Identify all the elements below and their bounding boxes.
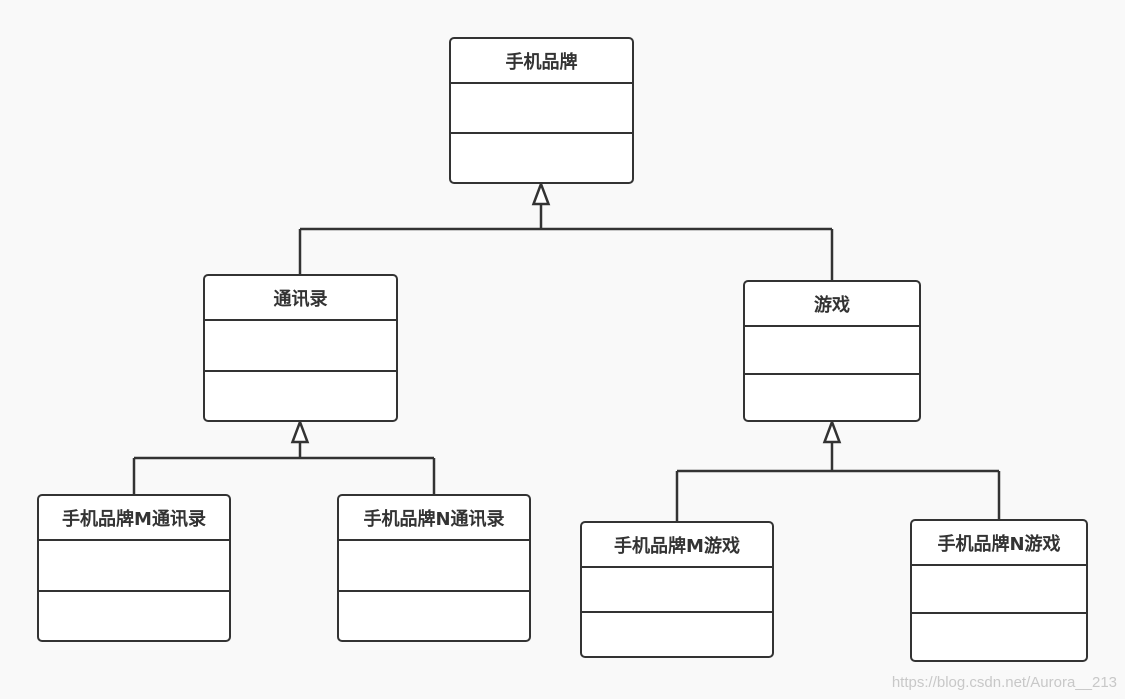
class-phone-brand[interactable]: 手机品牌 [449, 37, 634, 184]
methods-compartment [451, 134, 632, 182]
class-name: 手机品牌M游戏 [582, 523, 772, 568]
attributes-compartment [205, 321, 396, 372]
attributes-compartment [339, 541, 529, 592]
class-name: 游戏 [745, 282, 919, 327]
class-brand-m-contacts[interactable]: 手机品牌M通讯录 [37, 494, 231, 642]
generalization-arrowhead [290, 418, 310, 444]
attributes-compartment [912, 566, 1086, 614]
class-name: 手机品牌N游戏 [912, 521, 1086, 566]
attributes-compartment [451, 84, 632, 134]
class-brand-m-game[interactable]: 手机品牌M游戏 [580, 521, 774, 658]
attributes-compartment [745, 327, 919, 375]
class-brand-n-contacts[interactable]: 手机品牌N通讯录 [337, 494, 531, 642]
class-contacts[interactable]: 通讯录 [203, 274, 398, 422]
generalization-arrowhead [531, 180, 551, 206]
class-game[interactable]: 游戏 [743, 280, 921, 422]
methods-compartment [745, 375, 919, 421]
class-name: 手机品牌N通讯录 [339, 496, 529, 541]
methods-compartment [205, 372, 396, 421]
class-brand-n-game[interactable]: 手机品牌N游戏 [910, 519, 1088, 662]
attributes-compartment [582, 568, 772, 613]
generalization-arrowhead [822, 418, 842, 444]
class-name: 通讯录 [205, 276, 396, 321]
methods-compartment [582, 613, 772, 656]
methods-compartment [39, 592, 229, 641]
class-name: 手机品牌M通讯录 [39, 496, 229, 541]
watermark: https://blog.csdn.net/Aurora__213 [891, 674, 1117, 691]
methods-compartment [912, 614, 1086, 660]
methods-compartment [339, 592, 529, 641]
class-name: 手机品牌 [451, 39, 632, 84]
attributes-compartment [39, 541, 229, 592]
